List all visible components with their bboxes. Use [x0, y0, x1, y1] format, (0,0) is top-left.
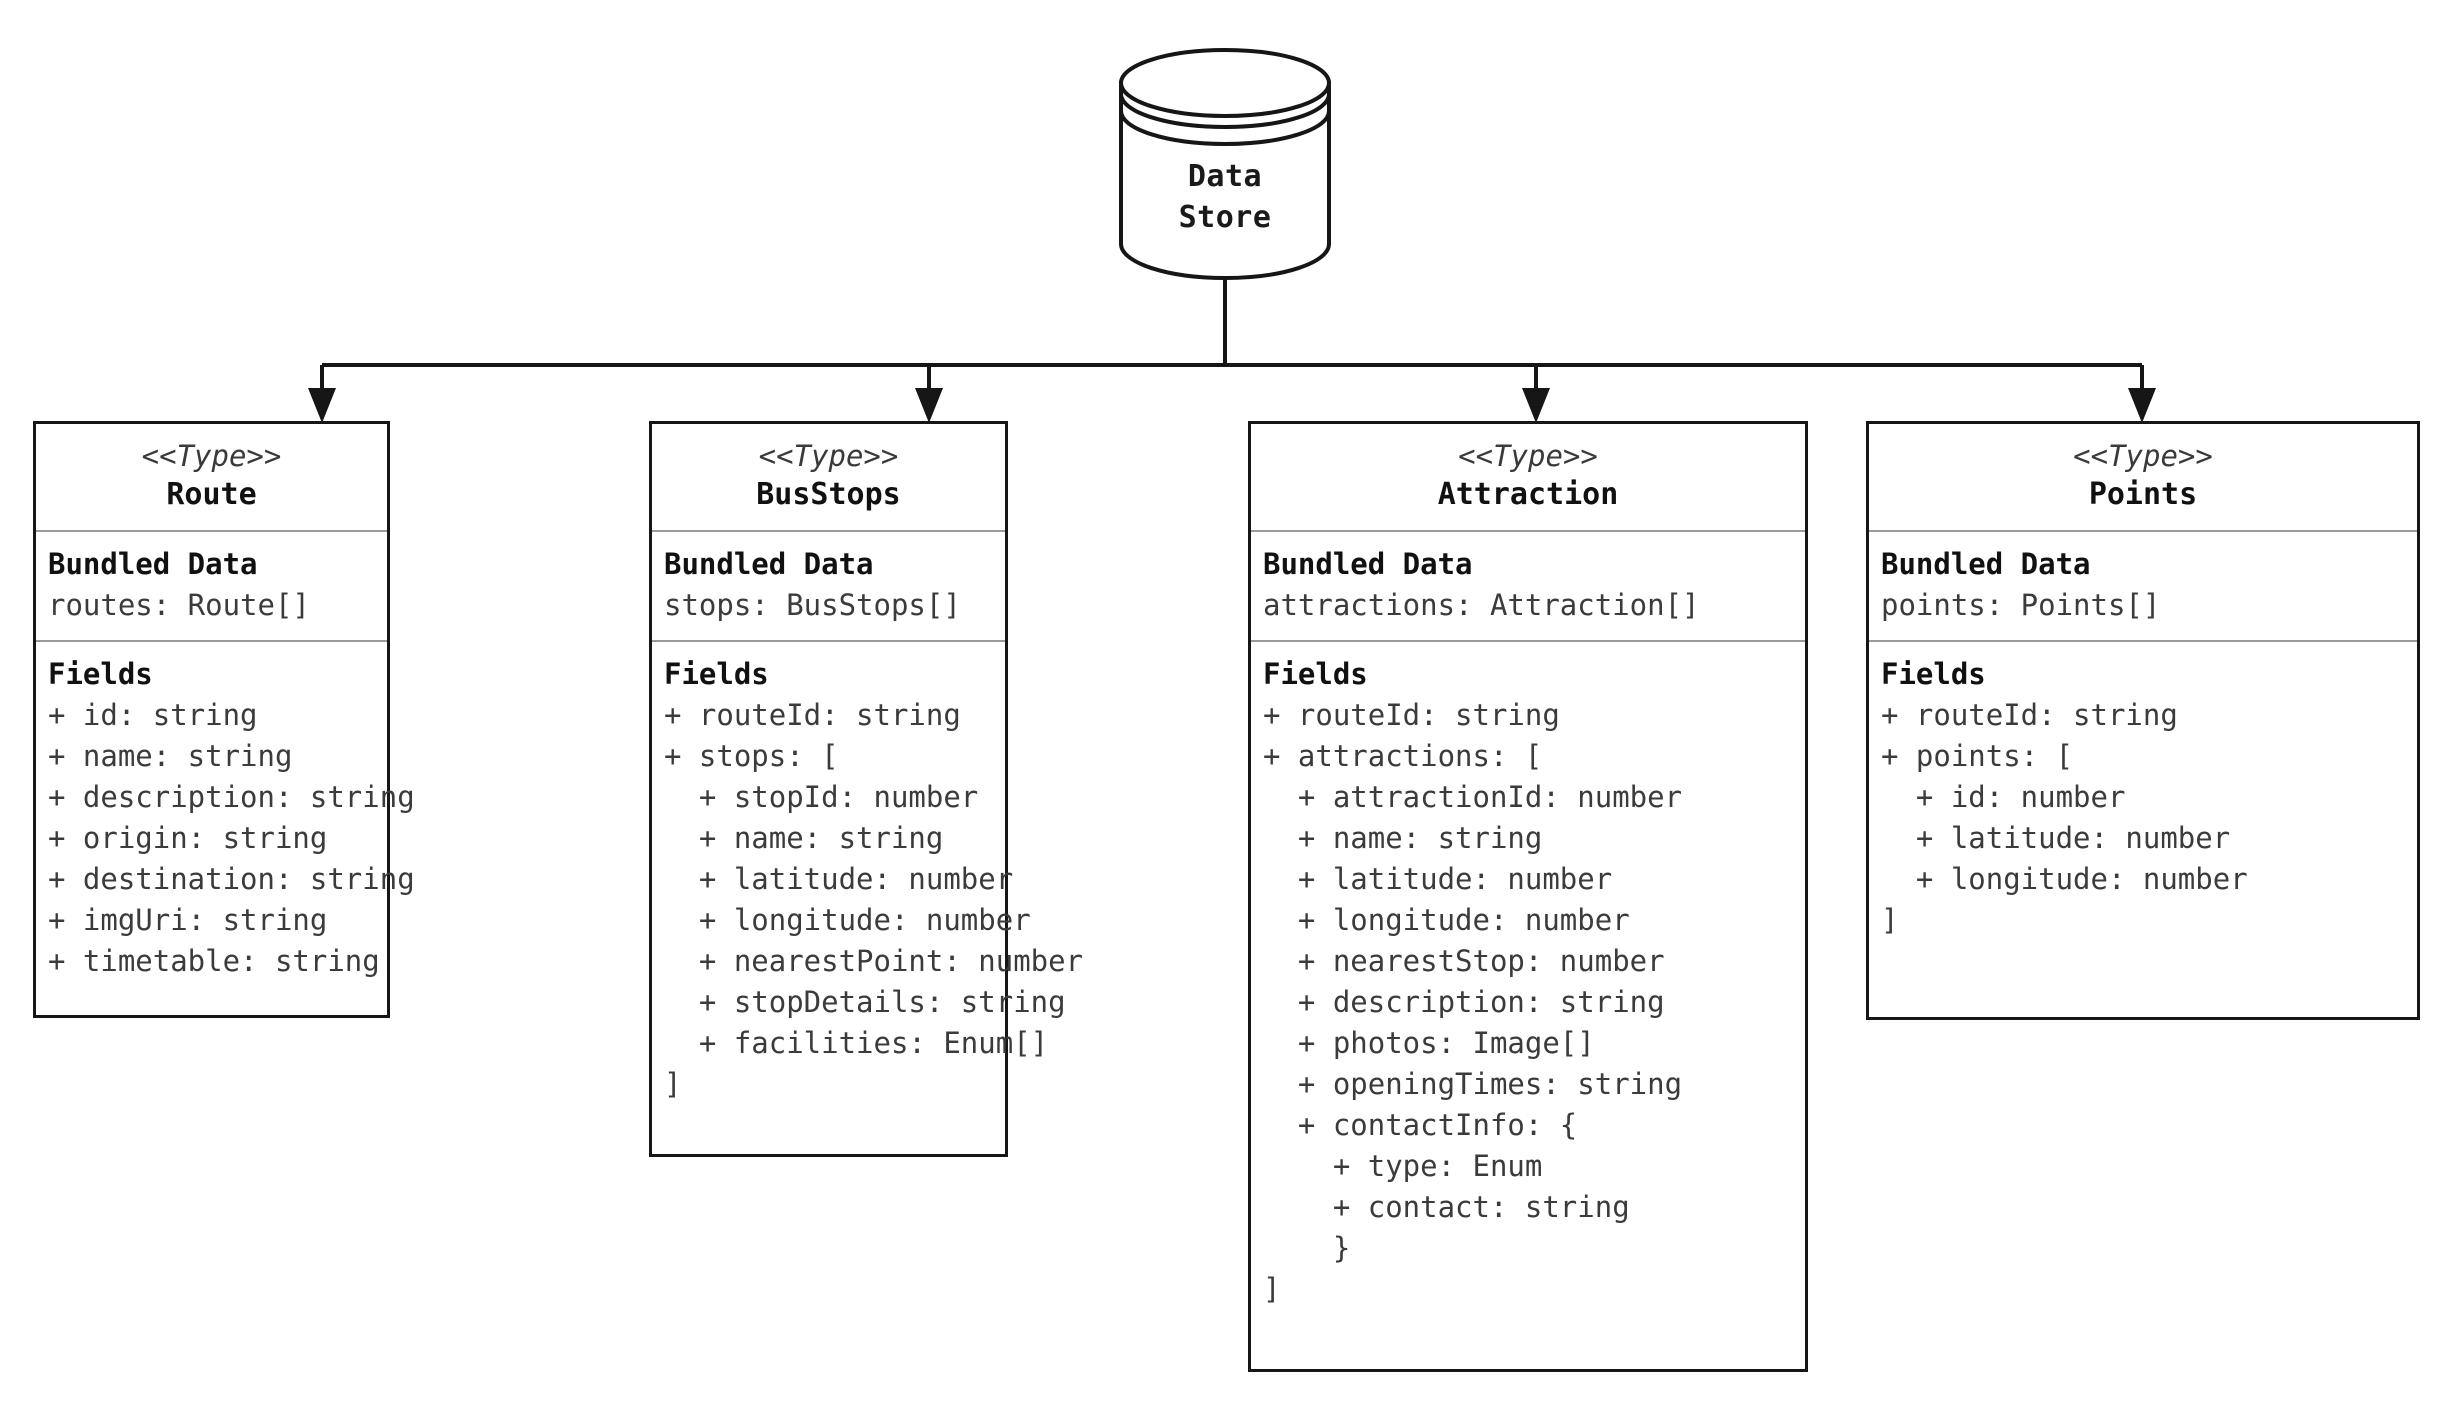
class-box-route[interactable]: <<Type>> Route Bundled Data routes: Rout…	[33, 421, 415, 1018]
class-fields-section-busstops: Fields + routeId: string + stops: [ + st…	[652, 642, 1084, 1123]
arrowhead-points-icon	[2128, 388, 2156, 423]
field-line: + stopDetails: string	[664, 985, 1066, 1019]
field-line: + attractions: [	[1263, 739, 1543, 773]
field-line: + longitude: number	[1263, 903, 1630, 937]
fields-title: Fields	[664, 657, 769, 691]
field-line: + longitude: number	[1881, 862, 2248, 896]
class-bundled-section-route: Bundled Data routes: Route[]	[36, 532, 387, 642]
class-stereotype: <<Type>>	[2073, 439, 2213, 473]
class-name: Attraction	[1437, 477, 1619, 512]
field-line: + contactInfo: {	[1263, 1108, 1578, 1142]
fields-title: Fields	[48, 657, 153, 691]
field-line: + photos: Image[]	[1263, 1026, 1595, 1060]
field-line: + openingTimes: string	[1263, 1067, 1683, 1101]
field-line: + id: number	[1881, 780, 2126, 814]
field-line: + routeId: string	[1881, 698, 2178, 732]
fields-title: Fields	[1263, 657, 1368, 691]
class-header-points: <<Type>> Points	[1869, 424, 2417, 532]
field-line: + nearestPoint: number	[664, 944, 1084, 978]
class-stereotype: <<Type>>	[1458, 439, 1598, 473]
field-line: + stops: [	[664, 739, 839, 773]
field-line: + attractionId: number	[1263, 780, 1683, 814]
field-line: + facilities: Enum[]	[664, 1026, 1049, 1060]
field-line: + contact: string	[1263, 1190, 1630, 1224]
field-line: + id: string	[48, 698, 258, 732]
class-fields-section-route: Fields + id: string + name: string + des…	[36, 642, 415, 1000]
field-line: + description: string	[48, 780, 415, 814]
datastore-label-line1: Data	[1187, 159, 1263, 194]
datastore-node: Data Store	[1118, 48, 1332, 280]
class-name: Points	[2088, 477, 2198, 512]
class-header-route: <<Type>> Route	[36, 424, 387, 532]
field-line: + points: [	[1881, 739, 2074, 773]
arrowhead-attraction-icon	[1522, 388, 1550, 423]
bundled-data-value: points: Points[]	[1881, 588, 2161, 622]
arrowhead-busstops-icon	[915, 388, 943, 423]
field-line: + latitude: number	[1263, 862, 1613, 896]
field-line: + routeId: string	[1263, 698, 1560, 732]
bundled-data-title: Bundled Data	[1263, 547, 1473, 581]
field-line: + name: string	[664, 821, 944, 855]
field-line: + origin: string	[48, 821, 328, 855]
field-line: + nearestStop: number	[1263, 944, 1665, 978]
bundled-data-value: routes: Route[]	[48, 588, 310, 622]
database-cylinder-icon	[1119, 48, 1331, 280]
field-line: + description: string	[1263, 985, 1665, 1019]
class-header-attraction: <<Type>> Attraction	[1251, 424, 1805, 532]
datastore-label: Data Store	[1118, 156, 1332, 238]
bundled-data-value: attractions: Attraction[]	[1263, 588, 1700, 622]
class-bundled-section-points: Bundled Data points: Points[]	[1869, 532, 2417, 642]
field-line: + name: string	[1263, 821, 1543, 855]
field-line: + routeId: string	[664, 698, 961, 732]
class-box-busstops[interactable]: <<Type>> BusStops Bundled Data stops: Bu…	[649, 421, 1084, 1157]
field-line: ]	[1881, 903, 1899, 937]
field-line: ]	[664, 1067, 682, 1101]
field-line: + name: string	[48, 739, 293, 773]
field-line: + destination: string	[48, 862, 415, 896]
bundled-data-title: Bundled Data	[48, 547, 258, 581]
class-box-points[interactable]: <<Type>> Points Bundled Data points: Poi…	[1866, 421, 2420, 1020]
bundled-data-title: Bundled Data	[1881, 547, 2091, 581]
class-name: BusStops	[756, 477, 901, 512]
class-stereotype: <<Type>>	[141, 439, 282, 473]
field-line: + type: Enum	[1263, 1149, 1543, 1183]
datastore-label-line2: Store	[1178, 200, 1272, 235]
class-fields-section-attraction: Fields + routeId: string + attractions: …	[1251, 642, 1805, 1328]
class-fields-section-points: Fields + routeId: string + points: [ + i…	[1869, 642, 2417, 959]
class-name: Route	[166, 477, 257, 512]
bundled-data-value: stops: BusStops[]	[664, 588, 961, 622]
fields-title: Fields	[1881, 657, 1986, 691]
class-stereotype: <<Type>>	[758, 439, 899, 473]
arrowhead-route-icon	[308, 388, 336, 423]
bundled-data-title: Bundled Data	[664, 547, 874, 581]
field-line: + timetable: string	[48, 944, 380, 978]
class-header-busstops: <<Type>> BusStops	[652, 424, 1005, 532]
field-line: + latitude: number	[664, 862, 1014, 896]
class-box-attraction[interactable]: <<Type>> Attraction Bundled Data attract…	[1248, 421, 1808, 1372]
field-line: + longitude: number	[664, 903, 1031, 937]
class-bundled-section-attraction: Bundled Data attractions: Attraction[]	[1251, 532, 1805, 642]
field-line: ]	[1263, 1272, 1281, 1306]
field-line: }	[1263, 1231, 1351, 1265]
field-line: + stopId: number	[664, 780, 979, 814]
class-bundled-section-busstops: Bundled Data stops: BusStops[]	[652, 532, 1005, 642]
field-line: + imgUri: string	[48, 903, 328, 937]
field-line: + latitude: number	[1881, 821, 2231, 855]
